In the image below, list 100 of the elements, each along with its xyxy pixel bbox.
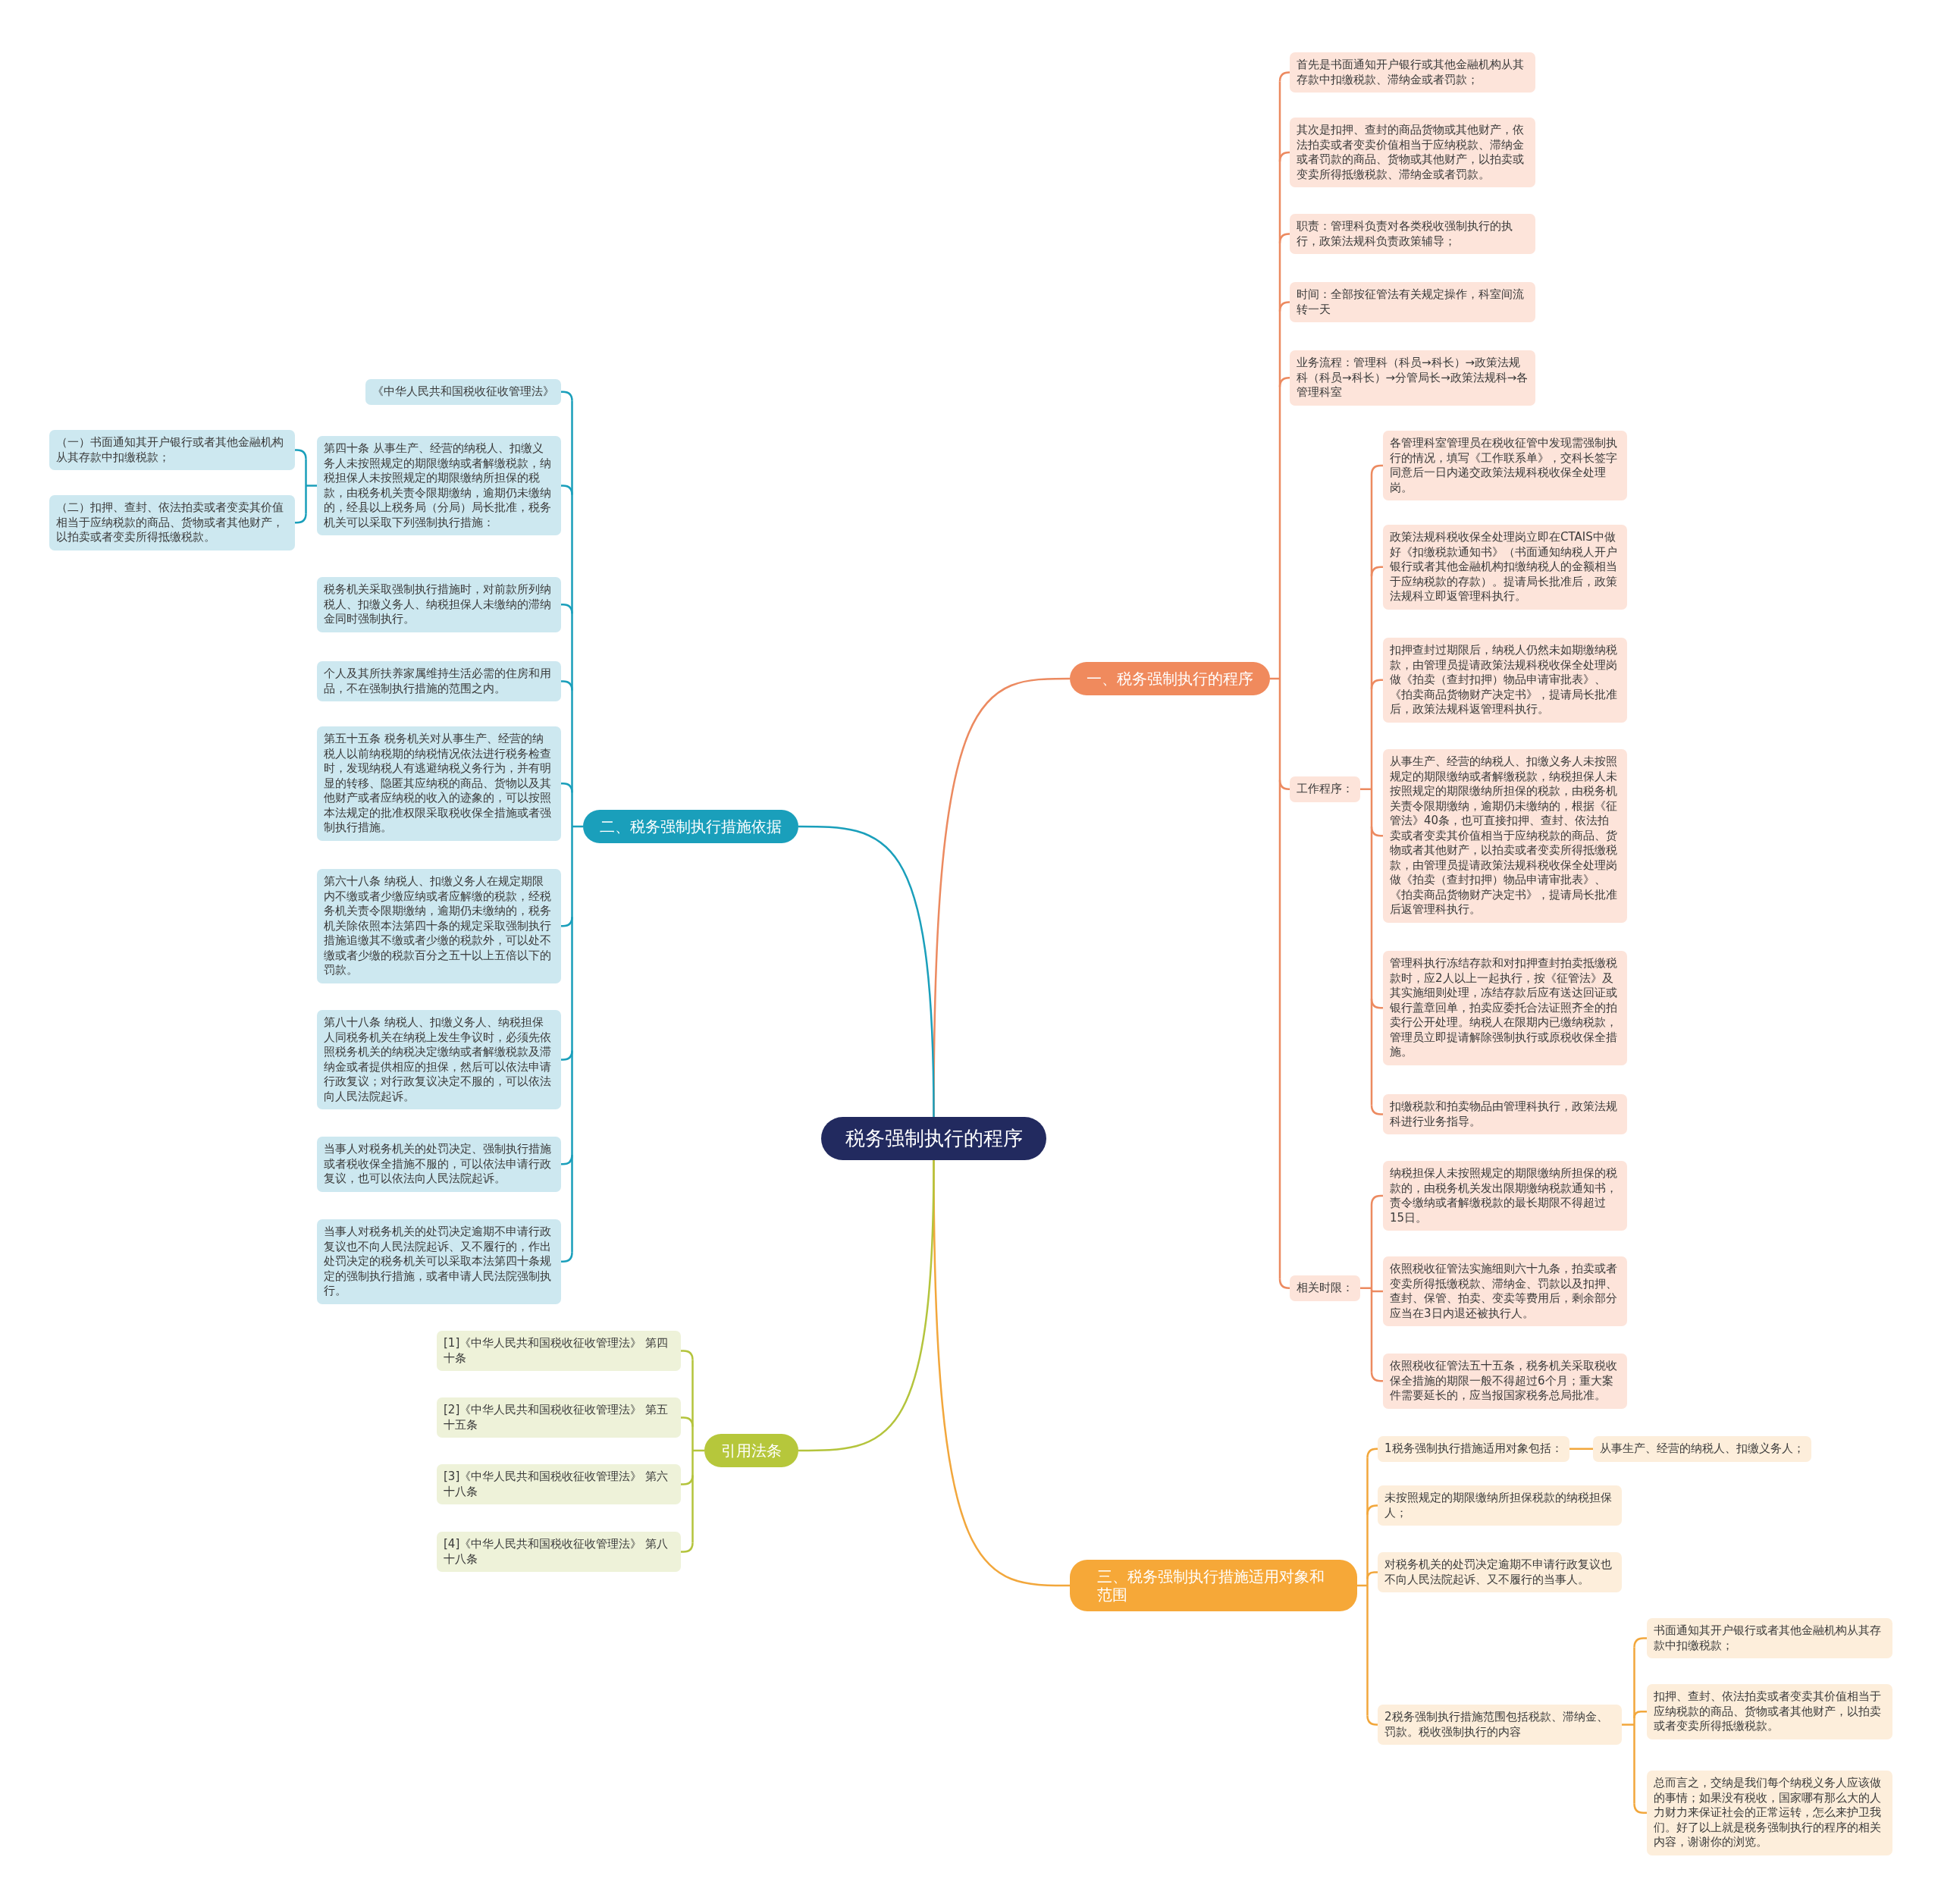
branch-topic — [583, 810, 798, 843]
subtopic-card — [1647, 1771, 1892, 1855]
subtopic-card — [49, 495, 295, 550]
topic-text: 一、税务强制执行的程序 — [1087, 670, 1253, 688]
connector-line — [1278, 301, 1290, 312]
connector-line — [1278, 71, 1290, 82]
topic-text: 对税务机关的处罚决定逾期不申请行政复议也不向人民法院起诉、又不履行的当事人。 — [1384, 1557, 1613, 1587]
topic-text: 当事人对税务机关的处罚决定逾期不申请行政复议也不向人民法院起诉、又不履行的，作出处罚决定的税务机关可以采取本法第四十条规定的强制执行措施，或者申请人民法院强制执行。 — [324, 1225, 552, 1299]
topic-text: 总而言之，交纳是我们每个纳税义务人应该做的事情；如果没有税收，国家哪有那么大的人力财力来保证社会的正常运转，怎么来护卫我们。好了以上就是税务强制执行的程序的相关内容，谢谢你的浏览。 — [1654, 1776, 1882, 1850]
topic-text: 依照税收征管法实施细则六十九条，拍卖或者变卖所得抵缴税款、滞纳金、罚款以及扣押、查封、保管、拍卖、变卖等费用后，剩余部分应当在3日内退还被执行人。 — [1390, 1262, 1618, 1321]
connector-line — [561, 391, 573, 401]
subtopic-card — [1383, 638, 1627, 723]
connector-line — [1633, 1803, 1647, 1814]
connector-line — [1370, 464, 1383, 475]
connector-line — [1359, 1203, 1373, 1373]
connector-line — [561, 917, 573, 927]
topic-text: 纳税担保人未按照规定的期限缴纳所担保的税款的，由税务机关发出限期缴纳税款通知书，责令缴纳或者解缴税款的最长期限不得超过15日。 — [1390, 1166, 1618, 1225]
topic-text: 职责：管理科负责对各类税收强制执行的执行，政策法规科负责政策辅导； — [1297, 219, 1513, 249]
subtopic-card — [317, 1137, 561, 1192]
connector-line — [561, 604, 573, 614]
topic-text: 三、税务强制执行措施适用对象和范围 — [1097, 1567, 1325, 1604]
connector-line — [1370, 827, 1383, 837]
topic-text: （二）扣押、查封、依法拍卖或者变卖其价值相当于应纳税款的商品、货物或者其他财产，以拍卖或者变卖所得抵缴税款。 — [56, 500, 284, 545]
subtopic-card — [1378, 1436, 1569, 1462]
subtopic-card — [317, 726, 561, 841]
connector-line — [681, 1475, 694, 1485]
topic-text: 各管理科室管理员在税收征管中发现需强制执行的情况，填写《工作联系单》，交科长签字同意后一日内递交政策法规科税收保全处理岗。 — [1390, 436, 1618, 495]
subtopic-card — [1647, 1684, 1892, 1739]
topic-text: 第四十条 从事生产、经营的纳税人、扣缴义务人未按照规定的期限缴纳或者解缴税款，纳税担保人未按照规定的期限缴纳所担保的税款，由税务机关责令限期缴纳，逾期仍未缴纳的，经县以上税务局（分局）局长批准，税务机关可以采取下列强制执行措施： — [324, 441, 552, 530]
subtopic-card — [1383, 951, 1627, 1065]
connector-line — [561, 1252, 573, 1263]
connector-line — [1356, 1457, 1369, 1717]
connector-line — [681, 1416, 694, 1427]
subtopic-card — [1290, 350, 1535, 406]
subtopic-card — [437, 1532, 681, 1572]
connector-line — [1278, 377, 1290, 387]
subtopic-card — [437, 1464, 681, 1504]
topic-text: 税务机关采取强制执行措施时，对前款所列纳税人、扣缴义务人、纳税担保人未缴纳的滞纳金同时强制执行。 — [324, 582, 552, 627]
subtopic-card — [1647, 1618, 1892, 1658]
topic-text: 第五十五条 税务机关对从事生产、经营的纳税人以前纳税期的纳税情况依法进行税务检查时，发现纳税人有逃避纳税义务行为，并有明显的转移、隐匿其应纳税的商品、货物以及其他财产或者应纳税的收入的迹象的，可以按照本法规定的批准权限采取税收保全措施或者强制执行措施。 — [324, 732, 552, 836]
topic-text: [2]《中华人民共和国税收征收管理法》 第五十五条 — [444, 1403, 669, 1432]
subtopic-card — [49, 430, 295, 470]
topic-text: 2税务强制执行措施范围包括税款、滞纳金、罚款。税收强制执行的内容 — [1384, 1710, 1609, 1739]
connector-line — [1366, 1504, 1378, 1515]
connector-line — [1278, 779, 1290, 790]
topic-text: [4]《中华人民共和国税收征收管理法》 第八十八条 — [444, 1537, 669, 1567]
branch-topic — [1070, 1560, 1357, 1611]
connector-line — [1370, 1105, 1383, 1115]
topic-text: 引用法条 — [721, 1441, 782, 1460]
connector-line — [798, 825, 935, 1117]
connector-line — [561, 783, 573, 793]
subtopic-card — [1290, 214, 1535, 254]
subtopic-card — [317, 1010, 561, 1109]
topic-text: 管理科执行冻结存款和对扣押查封拍卖抵缴税款时，应2人以上一起执行，按《征管法》及其实施细则处理，冻结存款后应有送达回证或银行盖章回单，拍卖应委托合法证照齐全的拍卖行公开处理。纳税人在限期内已缴纳税款，管理员立即提请解除强制执行或原税收保全措施。 — [1390, 956, 1618, 1060]
connector-line — [1278, 1278, 1290, 1289]
subtopic-card — [1378, 1485, 1622, 1526]
connector-line — [681, 1350, 694, 1360]
topic-text: 书面通知其开户银行或者其他金融机构从其存款中扣缴税款； — [1654, 1623, 1882, 1653]
topic-text: 工作程序： — [1297, 782, 1353, 797]
connector-line — [1278, 151, 1290, 162]
subtopic-card — [1290, 52, 1535, 93]
topic-text: 从事生产、经营的纳税人、扣缴义务人未按照规定的期限缴纳或者解缴税款，纳税担保人未按照规定的期限缴纳所担保的税款，由税务机关责令限期缴纳，逾期仍未缴纳的，根据《征管法》40条，也可直接扣押、查封、依法拍卖或者变卖其价值相当于应纳税款的商品、货物或者其他财产，以拍卖或者变卖所得抵缴税款，由管理员提请政策法规科税收保全处理岗做《拍卖（查封扣押）物品申请审批表》、《拍卖商品货物财产决定书》，提请局长批准后返管理科执行。 — [1390, 754, 1618, 917]
connector-line — [1366, 1715, 1378, 1726]
subtopic-card — [1383, 431, 1627, 500]
subtopic-card — [317, 577, 561, 632]
connector-line — [681, 1542, 694, 1553]
connector-line — [561, 1050, 573, 1061]
connector-line — [1620, 1646, 1635, 1805]
subtopic-card — [1290, 1275, 1360, 1301]
subtopic-card — [317, 1219, 561, 1304]
subtopic-card — [1290, 118, 1535, 187]
topic-text: 税务强制执行的程序 — [844, 1127, 1024, 1150]
central-topic — [821, 1117, 1046, 1160]
connector-line — [1359, 473, 1373, 1106]
connector-line — [1268, 80, 1281, 1280]
subtopic-card — [1593, 1436, 1811, 1462]
topic-text: 二、税务强制执行措施依据 — [600, 817, 782, 836]
subtopic-card — [1383, 1354, 1627, 1409]
connector-line — [1366, 1571, 1378, 1579]
connector-line — [561, 680, 573, 691]
topic-text: 扣缴税款和拍卖物品由管理科执行，政策法规科进行业务指导。 — [1390, 1099, 1618, 1129]
subtopic-card — [1383, 1256, 1627, 1326]
connector-line — [1370, 1372, 1383, 1382]
connector-line — [1370, 679, 1383, 689]
connector-line — [1366, 1448, 1378, 1458]
connector-line — [305, 458, 318, 515]
topic-text: 首先是书面通知开户银行或其他金融机构从其存款中扣缴税款、滞纳金或者罚款； — [1297, 58, 1525, 87]
connector-line — [1278, 233, 1290, 243]
subtopic-card — [1383, 1161, 1627, 1231]
topic-text: （一）书面通知其开户银行或者其他金融机构从其存款中扣缴税款； — [56, 435, 284, 465]
connector-line — [1633, 1711, 1647, 1718]
topic-text: 相关时限： — [1297, 1281, 1353, 1296]
topic-text: 依照税收征管法五十五条，税务机关采取税收保全措施的期限一般不得超过6个月；重大案件需要延长的，应当报国家税务总局批准。 — [1390, 1359, 1618, 1404]
topic-text: [1]《中华人民共和国税收征收管理法》 第四十条 — [444, 1336, 669, 1366]
topic-text: 《中华人民共和国税收征收管理法》 — [372, 384, 554, 400]
connector-line — [1370, 566, 1383, 576]
topic-text: 其次是扣押、查封的商品货物或其他财产，依法拍卖或者变卖价值相当于应纳税款、滞纳金或者罚款的商品、货物或其他财产，以拍卖或变卖所得抵缴税款、滞纳金或者罚款。 — [1297, 123, 1525, 182]
connector-line — [691, 1359, 706, 1544]
topic-text: 第八十八条 纳税人、扣缴义务人、纳税担保人同税务机关在纳税上发生争议时，必须先依照税务机关的纳税决定缴纳或者解缴税款及滞纳金或者提供相应的担保，然后可以依法申请行政复议；对行政复议决定不服的，可以依法向人民法院起诉。 — [324, 1015, 552, 1104]
topic-text: 时间：全部按征管法有关规定操作，科室间流转一天 — [1297, 287, 1525, 317]
